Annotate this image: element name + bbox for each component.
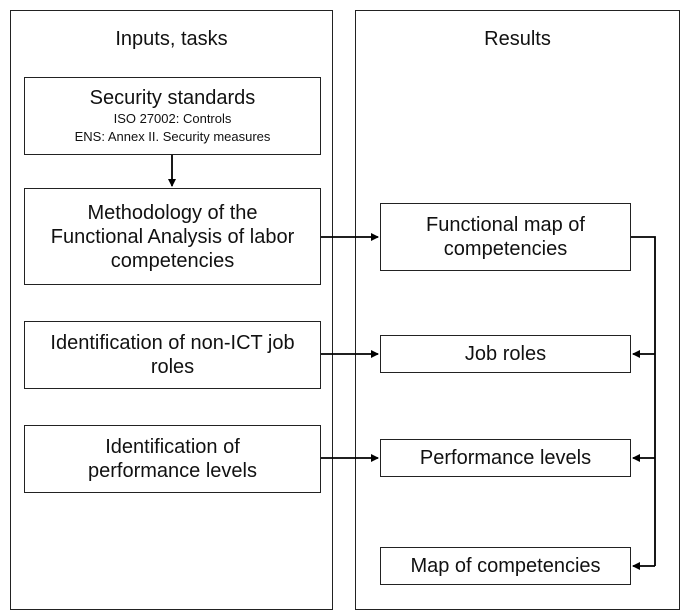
methodology-line2: Functional Analysis of labor — [50, 225, 295, 248]
performance-levels-box: Performance levels — [380, 439, 631, 477]
security-standards-iso: ISO 27002: Controls — [113, 111, 232, 127]
functional-map-line1: Functional map of — [426, 214, 585, 236]
methodology-line3: competencies — [110, 249, 235, 272]
security-standards-title: Security standards — [89, 87, 256, 110]
methodology-box: Methodology of the Functional Analysis o… — [24, 188, 321, 285]
inputs-tasks-title: Inputs, tasks — [115, 28, 228, 50]
identification-roles-box: Identification of non-ICT job roles — [24, 321, 321, 389]
identification-roles-line1: Identification of non-ICT job — [50, 332, 295, 354]
identification-levels-line1: Identification of — [105, 436, 240, 458]
functional-map-box: Functional map of competencies — [380, 203, 631, 271]
methodology-line1: Methodology of the — [87, 201, 258, 224]
job-roles-box: Job roles — [380, 335, 631, 373]
job-roles-label: Job roles — [464, 343, 547, 365]
security-standards-box: Security standards ISO 27002: Controls E… — [24, 77, 321, 155]
performance-levels-label: Performance levels — [419, 447, 592, 469]
functional-map-line2: competencies — [443, 238, 568, 260]
identification-levels-line2: performance levels — [88, 460, 257, 482]
identification-roles-line2: roles — [150, 356, 195, 378]
security-standards-ens: ENS: Annex II. Security measures — [74, 129, 271, 144]
map-of-competencies-label: Map of competencies — [410, 555, 601, 577]
results-panel: Results — [355, 10, 680, 610]
results-title: Results — [484, 28, 551, 50]
identification-levels-box: Identification of performance levels — [24, 425, 321, 493]
map-of-competencies-box: Map of competencies — [380, 547, 631, 585]
